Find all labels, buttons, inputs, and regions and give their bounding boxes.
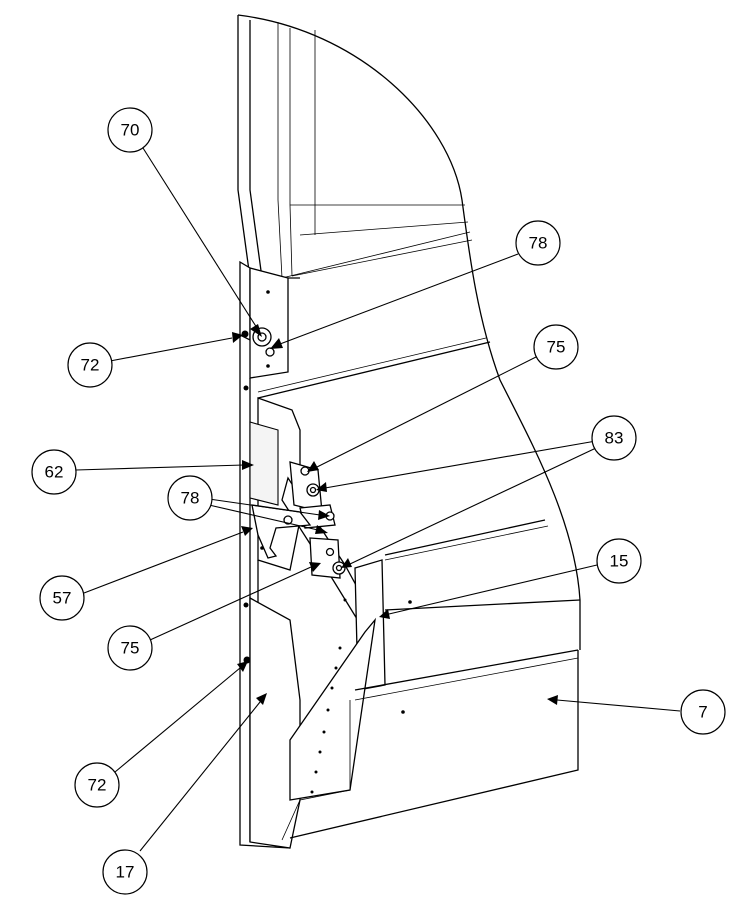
callout-label: 57 — [53, 589, 72, 608]
callout-83: 83 — [591, 415, 637, 461]
callout-label: 78 — [529, 234, 548, 253]
callout-label: 17 — [116, 863, 135, 882]
callout-label: 75 — [547, 338, 566, 357]
callout-7: 7 — [680, 689, 726, 735]
lower-outer-panel — [281, 599, 581, 841]
callout-15: 15 — [596, 538, 642, 584]
callout-label: 72 — [88, 776, 107, 795]
lower-panel — [249, 560, 301, 849]
callout-70: 70 — [107, 107, 153, 153]
callout-75-top: 75 — [533, 324, 579, 370]
door-panel — [237, 14, 581, 650]
callout-label: 83 — [605, 429, 624, 448]
callout-17: 17 — [102, 849, 148, 895]
upper-hinge-plate — [239, 260, 289, 379]
callout-57: 57 — [39, 575, 85, 621]
callout-label: 15 — [610, 552, 629, 571]
callout-label: 72 — [81, 356, 100, 375]
callout-78-mid: 78 — [167, 475, 213, 521]
callout-label: 7 — [698, 703, 707, 722]
callout-72-top: 72 — [67, 342, 113, 388]
leader-lines — [75, 147, 681, 852]
callout-78-top: 78 — [515, 220, 561, 266]
callout-label: 75 — [121, 639, 140, 658]
callout-label: 62 — [45, 463, 64, 482]
callout-75-bottom: 75 — [107, 625, 153, 671]
callout-label: 78 — [181, 489, 200, 508]
callout-62: 62 — [31, 449, 77, 495]
callout-72-bottom: 72 — [74, 762, 120, 808]
callout-label: 70 — [121, 121, 140, 140]
